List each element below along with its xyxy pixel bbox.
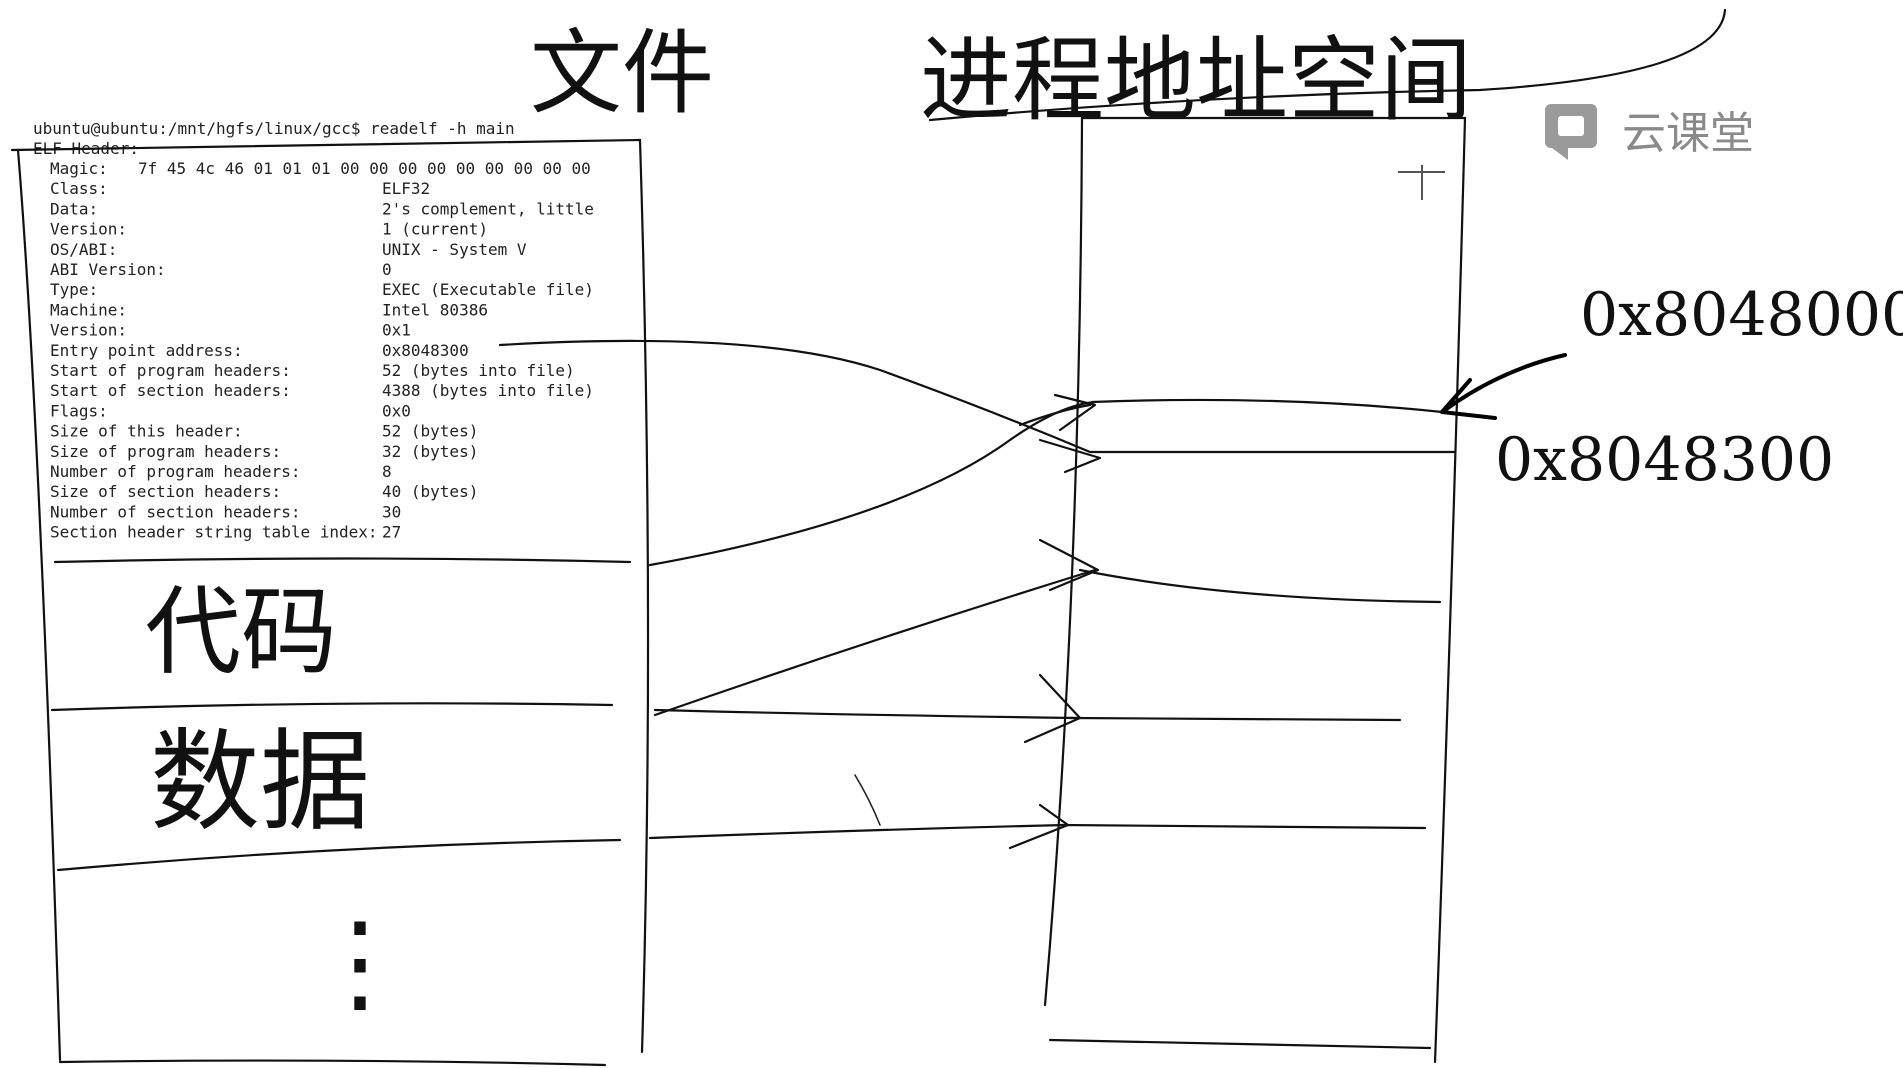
title-file: 文件 — [530, 20, 714, 127]
crosshair-icon — [1398, 165, 1445, 200]
terminal-row-value: 1 (current) — [382, 220, 488, 239]
terminal-row-key: Number of section headers: — [50, 502, 300, 521]
file-bottom — [58, 1059, 607, 1067]
terminal-row-key: ABI Version: — [50, 260, 166, 279]
terminal-row-key: Size of this header: — [50, 422, 243, 441]
terminal-row-value: 0x1 — [382, 321, 411, 340]
terminal-row-value: 27 — [382, 523, 401, 542]
terminal-output: ubuntu@ubuntu:/mnt/hgfs/linux/gcc$ reade… — [33, 119, 594, 542]
title-underline — [928, 8, 1727, 122]
data-mapping-arrow — [653, 708, 1080, 720]
terminal-row-value: Intel 80386 — [382, 300, 488, 319]
entry-point-arrow-head — [1038, 438, 1102, 474]
terminal-row-value: 30 — [382, 502, 401, 521]
terminal-row-key: Number of program headers: — [50, 462, 300, 481]
address-base: 0x8048000 — [1580, 280, 1903, 350]
data-mapping-arrow-head — [1023, 673, 1082, 744]
terminal-row-value: 0 — [382, 260, 392, 279]
terminal-row-value: 0x8048300 — [382, 341, 469, 360]
terminal-row-value: 40 (bytes) — [382, 482, 478, 501]
base-address-pointer-head — [1440, 378, 1497, 420]
title-process-address-space: 进程地址空间 — [920, 27, 1472, 134]
lower-mapping-arrow — [648, 823, 1067, 840]
watermark-text: 云课堂 — [1622, 108, 1754, 159]
code-divider — [50, 702, 614, 712]
elf-header-divider — [53, 557, 632, 564]
terminal-row-key: Start of section headers: — [50, 381, 291, 400]
terminal-row-key: Section header string table index: — [50, 523, 378, 542]
terminal-row-key: Entry point address: — [50, 341, 243, 360]
segment-line-4 — [1058, 823, 1427, 830]
terminal-row-value: 52 (bytes into file) — [382, 361, 575, 380]
segment-line-code — [1078, 568, 1442, 604]
process-space-box — [1043, 116, 1467, 1064]
section-data-label: 数据 — [150, 718, 370, 846]
section-code-label: 代码 — [145, 576, 337, 688]
terminal-row-key: Flags: — [50, 401, 108, 420]
terminal-row-key: Magic: — [50, 159, 108, 178]
terminal-row-value: 8 — [382, 462, 392, 481]
address-entry: 0x8048300 — [1495, 425, 1834, 495]
watermark: 云课堂 — [1545, 104, 1754, 160]
terminal-row-key: OS/ABI: — [50, 240, 117, 259]
terminal-row-key: Version: — [50, 220, 127, 239]
data-divider — [56, 838, 622, 872]
terminal-row-value: UNIX - System V — [382, 240, 527, 259]
segment-line-bottom — [1048, 1038, 1432, 1050]
terminal-row-key: Class: — [50, 179, 108, 198]
section-more-label: ⋮ — [305, 898, 415, 1026]
file-box — [10, 138, 650, 1067]
base-address-pointer — [1443, 353, 1567, 412]
terminal-row-value: 7f 45 4c 46 01 01 01 00 00 00 00 00 00 0… — [138, 159, 591, 178]
terminal-row-key: Machine: — [50, 300, 127, 319]
terminal-row-key: Size of program headers: — [50, 442, 281, 461]
segment-line-base — [1090, 398, 1444, 414]
terminal-row-key: Data: — [50, 199, 98, 218]
terminal-rows: Magic: 7f 45 4c 46 01 01 01 00 00 00 00 0… — [50, 159, 594, 542]
terminal-row-value: EXEC (Executable file) — [382, 280, 594, 299]
terminal-row-value: 4388 (bytes into file) — [382, 381, 594, 400]
cloud-classroom-logo-icon — [1545, 104, 1597, 160]
terminal-row-key: Size of section headers: — [50, 482, 281, 501]
terminal-row-value: ELF32 — [382, 179, 430, 198]
terminal-row-key: Start of program headers: — [50, 361, 291, 380]
terminal-row-value: 0x0 — [382, 401, 411, 420]
segment-line-data — [1068, 716, 1402, 722]
terminal-row-value: 2's complement, little — [382, 199, 594, 218]
terminal-row-value: 52 (bytes) — [382, 422, 478, 441]
terminal-row-value: 32 (bytes) — [382, 442, 478, 461]
mapping-arrows — [498, 339, 1102, 850]
header-mapping-arrow-head — [1053, 393, 1097, 432]
lower-mapping-arrow-head — [1008, 803, 1070, 850]
terminal-row-key: Type: — [50, 280, 98, 299]
terminal-row-key: Version: — [50, 321, 127, 340]
code-mapping-arrow — [653, 568, 1097, 717]
entry-point-arrow — [498, 339, 1092, 454]
terminal-prompt: ubuntu@ubuntu:/mnt/hgfs/linux/gcc$ reade… — [33, 119, 515, 138]
code-mapping-arrow-head — [1038, 538, 1100, 592]
